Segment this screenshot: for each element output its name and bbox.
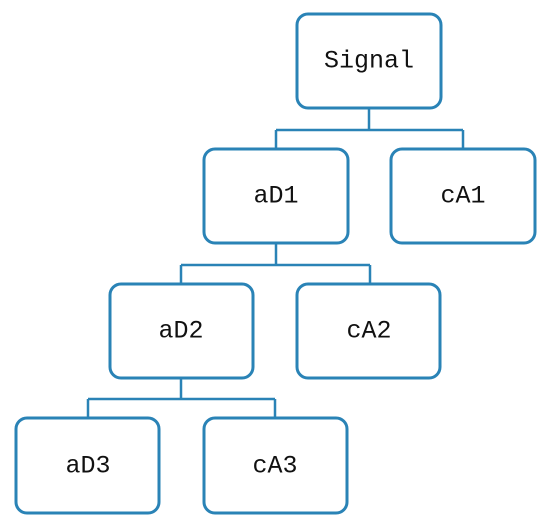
node-ca1: cA1 [389,147,537,245]
node-ca2: cA2 [295,282,442,380]
node-ca1-label: cA1 [440,182,485,211]
node-ad2-label: aD2 [158,317,203,346]
node-ad3: aD3 [14,416,161,515]
node-ad2: aD2 [108,282,255,380]
node-ad3-label: aD3 [65,452,110,481]
node-ad1: aD1 [202,147,350,245]
node-ca2-label: cA2 [346,317,391,346]
node-signal-label: Signal [324,47,414,76]
node-ad1-label: aD1 [253,182,298,211]
connector-signal [274,108,465,149]
node-signal: Signal [295,12,443,110]
connector-ad2 [86,378,277,418]
connector-ad1 [179,243,372,284]
node-ca3-label: cA3 [252,452,297,481]
node-ca3: cA3 [202,416,349,515]
